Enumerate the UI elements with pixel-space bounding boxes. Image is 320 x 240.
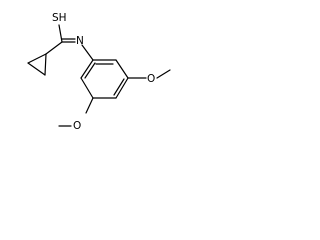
bond-ring-inner-2 bbox=[113, 78, 125, 96]
chemical-structure: SH N O O bbox=[27, 12, 171, 132]
imidothioic-acid-group bbox=[45, 24, 94, 61]
methoxy-bottom bbox=[58, 97, 94, 127]
bond-carbon-to-sulfur bbox=[58, 24, 63, 43]
bond-ring-2-3 bbox=[115, 59, 129, 79]
bond-oxygen-to-methyl-top bbox=[156, 69, 171, 79]
atom-label-oxygen-top: O bbox=[147, 73, 155, 85]
bond-cyclopropyl-to-carbon bbox=[45, 41, 63, 55]
bond-nitrogen-to-ring bbox=[81, 44, 94, 61]
bond-ring-3-4 bbox=[115, 77, 129, 99]
bond-ring-6-1 bbox=[80, 59, 94, 79]
atom-label-thiol: SH bbox=[52, 12, 67, 24]
cyclopropane-ring bbox=[27, 53, 47, 76]
bond-ring-to-oxygen-bottom bbox=[85, 97, 94, 114]
bond-cyclopropyl-b-c bbox=[27, 62, 46, 76]
benzene-ring bbox=[80, 59, 129, 99]
bond-cyclopropyl-c-a bbox=[44, 53, 47, 76]
bond-ring-inner-3 bbox=[84, 62, 96, 79]
bond-cyclopropyl-a-b bbox=[27, 53, 47, 64]
atom-label-oxygen-bottom: O bbox=[73, 120, 81, 132]
bond-ring-5-6 bbox=[80, 77, 94, 99]
atom-label-nitrogen: N bbox=[76, 35, 84, 47]
methoxy-top bbox=[127, 69, 171, 79]
